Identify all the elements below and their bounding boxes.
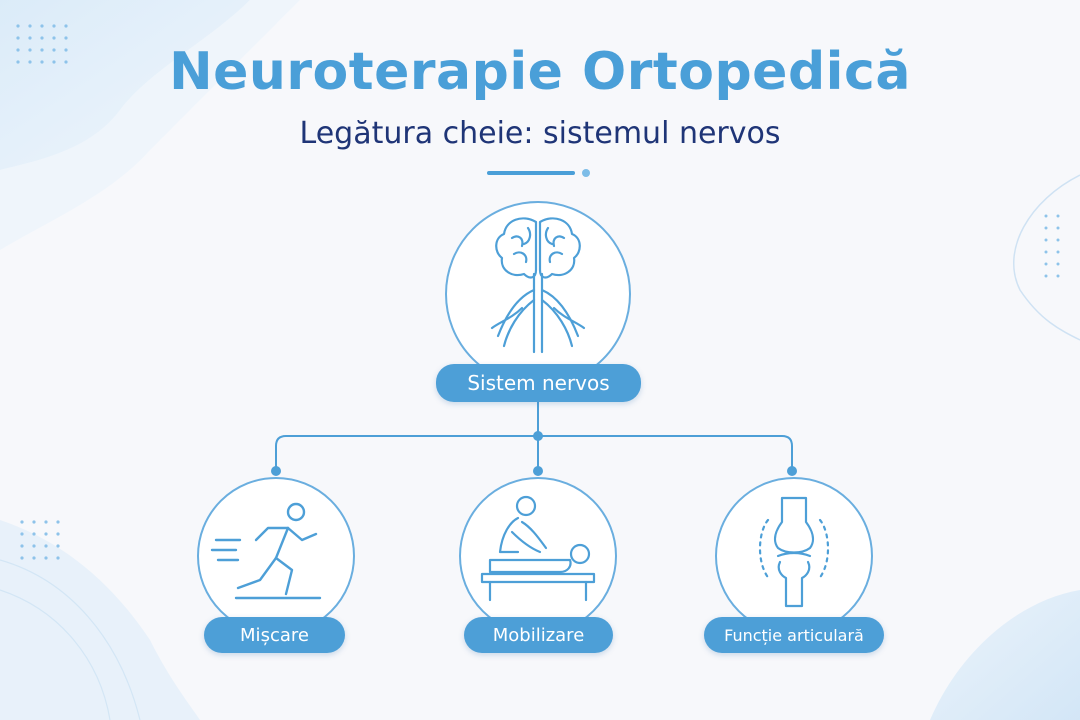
brain-spinal-cord-icon	[490, 217, 586, 354]
decor-dot	[1056, 274, 1060, 278]
node-center	[533, 466, 543, 476]
bottom-left-line-2	[0, 589, 111, 720]
decor-dot	[28, 24, 32, 28]
bottom-left-wave	[0, 520, 200, 720]
knee-joint-icon	[759, 496, 829, 608]
decor-dot	[64, 48, 68, 52]
massage-therapy-icon	[480, 495, 596, 602]
page-subtitle: Legătura cheie: sistemul nervos	[299, 116, 781, 151]
title-divider-dot	[582, 169, 590, 177]
node-junction	[533, 431, 543, 441]
decor-dot	[44, 544, 48, 548]
decor-dot	[40, 48, 44, 52]
decor-dot	[1056, 238, 1060, 242]
bottom-right-wave	[930, 590, 1080, 720]
decor-dot	[16, 24, 20, 28]
node-right	[787, 466, 797, 476]
decor-dot	[40, 36, 44, 40]
child-circle-joint	[715, 477, 873, 635]
node-left	[271, 466, 281, 476]
decor-dot	[20, 556, 24, 560]
decor-dot	[32, 544, 36, 548]
decor-dot	[1044, 214, 1048, 218]
decor-dot	[1056, 262, 1060, 266]
decor-dot	[16, 48, 20, 52]
decor-dot	[40, 24, 44, 28]
dot-grid-bottom-left	[20, 520, 60, 560]
decor-dot	[1056, 214, 1060, 218]
root-label-pill: Sistem nervos	[436, 364, 641, 402]
decor-dot	[20, 532, 24, 536]
decor-dot	[16, 36, 20, 40]
decor-dot	[1056, 226, 1060, 230]
decor-dot	[28, 36, 32, 40]
child-label-movement: Mișcare	[204, 617, 345, 653]
decor-dot	[1044, 250, 1048, 254]
decor-dot	[44, 532, 48, 536]
decor-dot	[32, 556, 36, 560]
dot-grid-top-left	[16, 24, 68, 64]
decor-dot	[52, 24, 56, 28]
decor-dot	[52, 36, 56, 40]
dot-grid-right	[1044, 214, 1060, 278]
decor-dot	[32, 532, 36, 536]
decor-dot	[56, 520, 60, 524]
decor-dot	[20, 544, 24, 548]
decor-dot	[28, 48, 32, 52]
decor-dot	[64, 24, 68, 28]
top-left-wave	[0, 0, 250, 170]
decor-dot	[28, 60, 32, 64]
decor-dot	[56, 544, 60, 548]
bottom-left-line-1	[0, 559, 141, 720]
decor-dot	[1056, 250, 1060, 254]
connector-horizontal	[275, 435, 793, 470]
title-divider	[487, 171, 575, 175]
child-label-mobilization: Mobilizare	[464, 617, 613, 653]
decor-dot	[1044, 262, 1048, 266]
decor-dot	[56, 556, 60, 560]
decor-dot	[64, 36, 68, 40]
decor-dot	[52, 60, 56, 64]
top-left-wave-soft	[0, 0, 300, 250]
child-circle-mobilization	[459, 477, 617, 635]
connector-nodes	[271, 431, 797, 476]
decor-dot	[64, 60, 68, 64]
running-person-icon	[210, 502, 322, 600]
decor-dot	[32, 520, 36, 524]
decor-dot	[44, 520, 48, 524]
decor-dot	[1044, 226, 1048, 230]
right-edge-curve	[1013, 174, 1080, 341]
decor-dot	[16, 60, 20, 64]
decor-dot	[56, 532, 60, 536]
decor-dot	[1044, 274, 1048, 278]
root-circle	[445, 201, 631, 387]
decor-dot	[40, 60, 44, 64]
page-title: Neuroterapie Ortopedică	[169, 42, 911, 102]
decor-dot	[52, 48, 56, 52]
child-label-joint-function: Funcție articulară	[704, 617, 884, 653]
decor-dot	[44, 556, 48, 560]
decor-dot	[1044, 238, 1048, 242]
decor-dot	[20, 520, 24, 524]
